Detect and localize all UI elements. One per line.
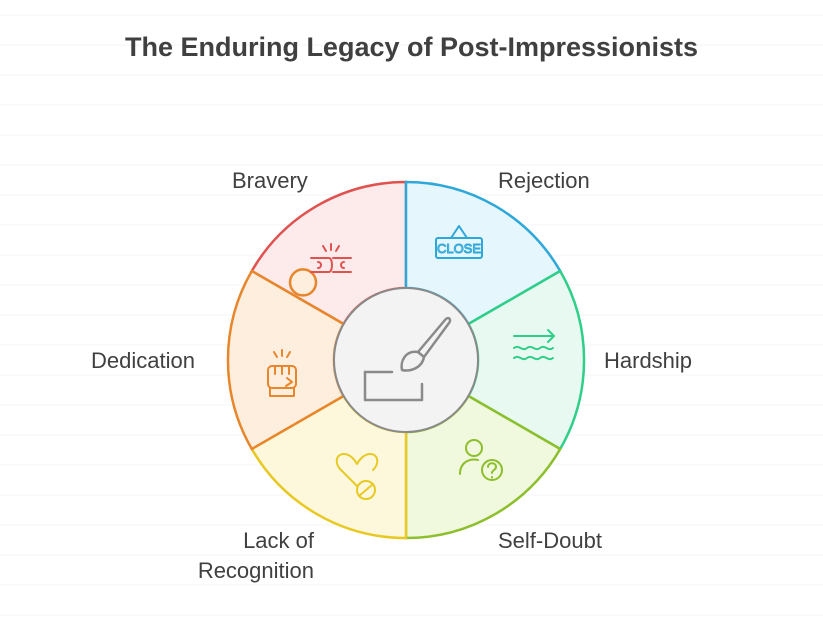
svg-text:CLOSE: CLOSE xyxy=(437,241,481,256)
broken-heart-icon xyxy=(335,453,379,500)
segment-label-rejection: Rejection xyxy=(498,168,590,193)
segment-label-self-doubt: Self-Doubt xyxy=(498,528,602,553)
segment-label-line-1: Lack of xyxy=(243,528,314,553)
person-question-icon xyxy=(459,439,503,481)
segment-label-hardship: Hardship xyxy=(604,348,693,373)
close-sign-icon: CLOSE xyxy=(435,225,483,259)
clashing-fists-icon xyxy=(310,243,352,273)
puzzle-knob-dedication xyxy=(288,268,318,297)
segment-label-lack-of-recognition: Lack of Recognition xyxy=(182,526,314,586)
rough-waves-icon xyxy=(513,329,555,361)
center-circle xyxy=(333,287,479,433)
determined-fist-icon xyxy=(267,349,297,397)
segment-label-bravery: Bravery xyxy=(232,168,308,193)
segment-label-line-2: Recognition xyxy=(197,558,314,583)
segment-label-dedication: Dedication xyxy=(91,348,195,373)
diagram-title: The Enduring Legacy of Post-Impressionis… xyxy=(124,32,699,62)
paintbrush-canvas-icon xyxy=(363,316,452,402)
